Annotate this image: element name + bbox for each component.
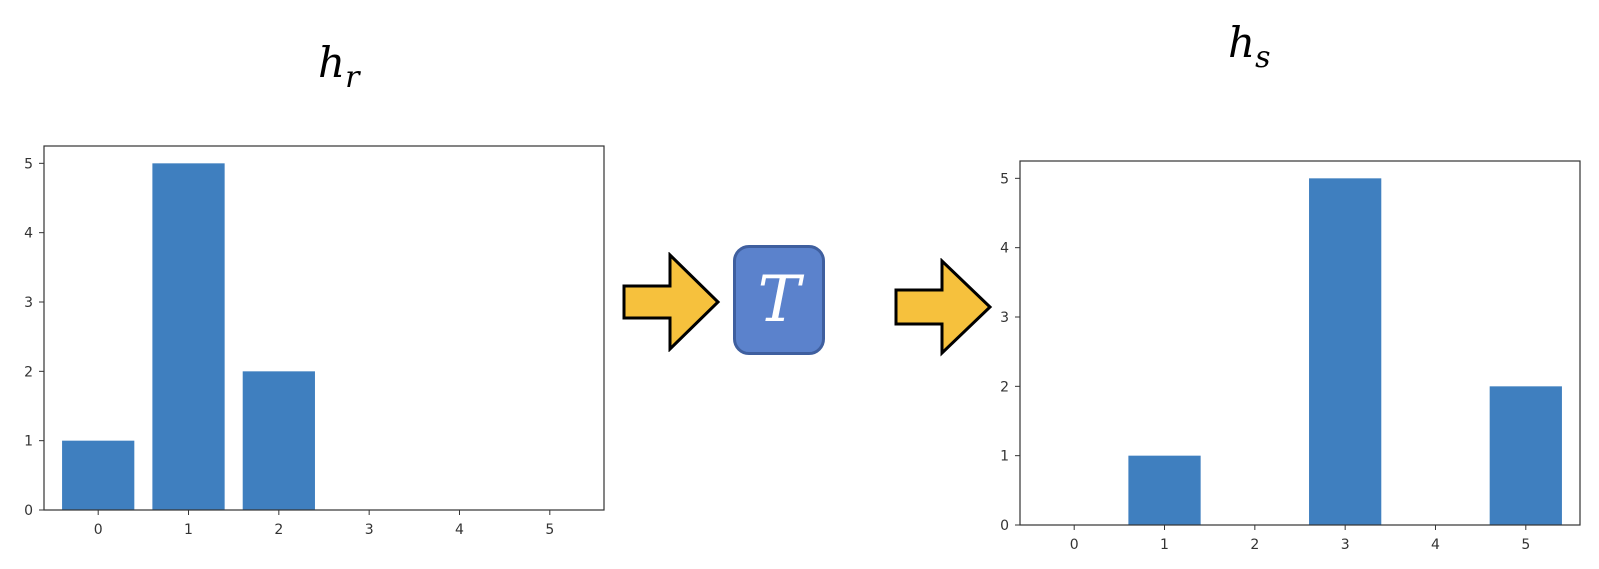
left-ytick-label-5: 5 xyxy=(24,156,33,172)
left-xtick-label-3: 3 xyxy=(365,522,374,538)
left-ytick-label-4: 4 xyxy=(24,226,33,242)
left-xtick-label-5: 5 xyxy=(545,522,554,538)
right-title-subscript: s xyxy=(1255,40,1271,75)
left-title-base: h xyxy=(318,38,346,87)
left-plot-frame xyxy=(43,145,605,511)
left-bar-1 xyxy=(152,163,225,511)
left-ytick-label-1: 1 xyxy=(24,434,33,450)
left-ytick-label-3: 3 xyxy=(24,295,33,311)
left-xtick-label-4: 4 xyxy=(455,522,464,538)
left-xtick-label-2: 2 xyxy=(274,522,283,538)
left-title-subscript: r xyxy=(345,60,360,95)
left-xtick-label-0: 0 xyxy=(94,522,103,538)
right-title-base: h xyxy=(1228,18,1256,67)
left-chart-title: hr xyxy=(318,42,359,93)
transform-label: T xyxy=(757,263,801,337)
transform-box: T xyxy=(733,245,825,355)
arrow-right-icon-1 xyxy=(622,252,721,352)
left-ytick-label-0: 0 xyxy=(24,503,33,519)
left-ytick-label-2: 2 xyxy=(24,364,33,380)
left-bar-2 xyxy=(242,371,315,510)
left-xtick-label-1: 1 xyxy=(184,522,193,538)
right-chart-title: hs xyxy=(1228,22,1270,73)
arrow-right-icon-2 xyxy=(894,258,993,357)
left-bar-0 xyxy=(62,440,135,510)
